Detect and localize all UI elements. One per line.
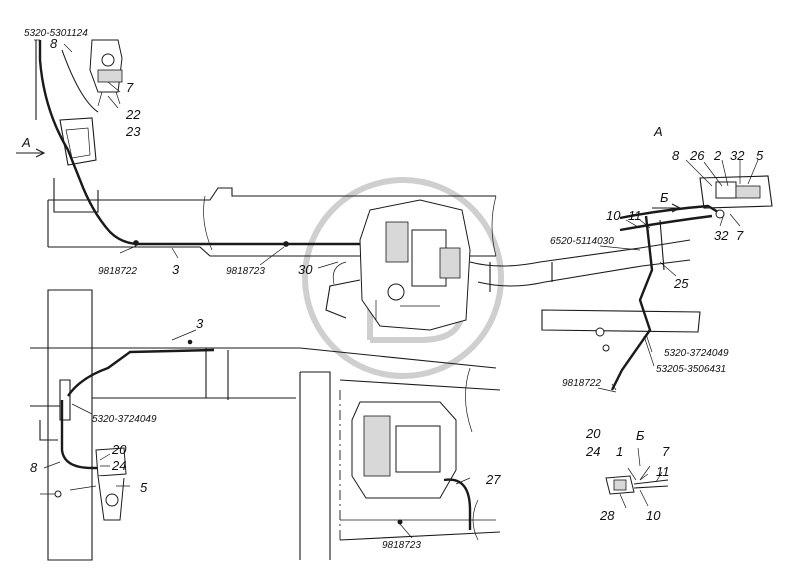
label-5320-3724049-right: 5320-3724049 bbox=[664, 348, 729, 359]
label-24-b: 24 bbox=[585, 444, 600, 459]
view-b-title: Б bbox=[636, 428, 645, 443]
callout-labels: 5320-5301124 8 7 22 23 А 9818722 3 98187… bbox=[16, 28, 764, 551]
leader-lines bbox=[34, 39, 759, 539]
label-9818722-mid: 9818722 bbox=[98, 266, 137, 277]
label-30: 30 bbox=[298, 262, 313, 277]
label-5320-5301124: 5320-5301124 bbox=[24, 28, 88, 39]
label-32-top: 32 bbox=[730, 148, 745, 163]
label-8-bottom: 8 bbox=[30, 460, 38, 475]
label-28: 28 bbox=[599, 508, 615, 523]
lower-hose-line bbox=[39, 339, 215, 470]
label-10-right: 10 bbox=[606, 208, 621, 223]
view-a-arrow bbox=[16, 148, 46, 158]
label-8-right: 8 bbox=[672, 148, 680, 163]
right-vertical-hose bbox=[541, 215, 701, 393]
label-9818722-right: 9818722 bbox=[562, 378, 601, 389]
view-b-arrow-label: Б bbox=[660, 190, 669, 205]
label-5320-3724049-left: 5320-3724049 bbox=[92, 414, 157, 425]
transfer-pipe-6520-5114030 bbox=[469, 239, 691, 292]
engine-unit-top bbox=[325, 199, 471, 331]
label-11-right: 11 bbox=[628, 208, 642, 223]
label-7-top: 7 bbox=[126, 80, 134, 95]
label-6520-5114030: 6520-5114030 bbox=[550, 236, 614, 247]
label-5-right: 5 bbox=[756, 148, 764, 163]
label-9818723-mid: 9818723 bbox=[226, 266, 265, 277]
label-24-left: 24 bbox=[111, 458, 126, 473]
label-23: 23 bbox=[125, 124, 141, 139]
label-22: 22 bbox=[125, 107, 141, 122]
lower-engine-unit bbox=[339, 390, 496, 540]
label-9818723-bottom: 9818723 bbox=[382, 540, 421, 551]
label-20-left: 20 bbox=[111, 442, 127, 457]
label-27: 27 bbox=[485, 472, 501, 487]
label-10-b: 10 bbox=[646, 508, 661, 523]
view-a-title: А bbox=[653, 124, 663, 139]
view-b-arrow bbox=[652, 203, 682, 213]
lower-valve-assembly bbox=[40, 447, 127, 521]
view-a-arrow-label: А bbox=[21, 135, 31, 150]
label-7-b: 7 bbox=[662, 444, 670, 459]
label-20-b: 20 bbox=[585, 426, 601, 441]
label-11-b: 11 bbox=[656, 464, 670, 479]
label-53205-3506431: 53205-3506431 bbox=[656, 364, 726, 375]
upper-bracket-valve bbox=[89, 39, 123, 107]
label-3-bottom: 3 bbox=[196, 316, 204, 331]
upper-frame-rail bbox=[47, 117, 497, 257]
upper-hose-line-3 bbox=[35, 40, 360, 266]
label-1-b: 1 bbox=[616, 444, 623, 459]
label-25: 25 bbox=[673, 276, 689, 291]
label-3-mid: 3 bbox=[172, 262, 180, 277]
label-26: 26 bbox=[689, 148, 705, 163]
label-7-right: 7 bbox=[736, 228, 744, 243]
right-bracket-view-a bbox=[619, 175, 773, 232]
lower-frame-rail bbox=[30, 289, 501, 561]
label-2-right: 2 bbox=[713, 148, 722, 163]
label-32-bottom: 32 bbox=[714, 228, 729, 243]
label-8-top: 8 bbox=[50, 36, 58, 51]
label-5-bottom: 5 bbox=[140, 480, 148, 495]
detail-view-b bbox=[605, 465, 669, 495]
